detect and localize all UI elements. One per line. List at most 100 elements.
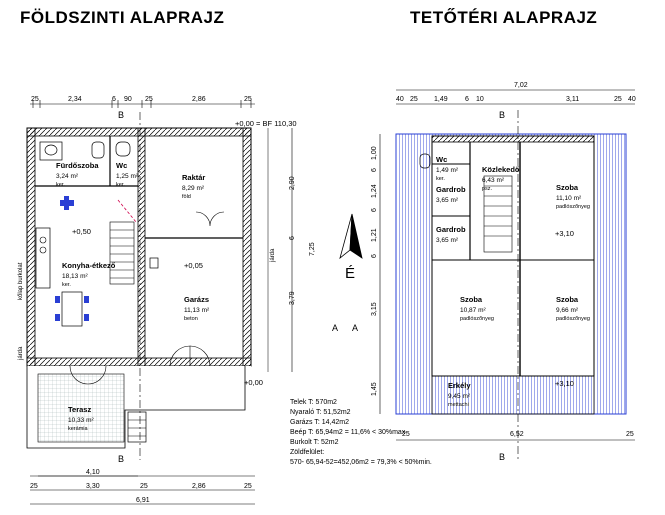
attic-section-mark-a: A [352, 323, 358, 333]
room-area: 3,65 m² [436, 197, 459, 204]
room-name: Raktár [182, 173, 205, 182]
dim-text: 25 [626, 431, 634, 438]
side-label: kőlap burkolat [18, 262, 24, 300]
dim-text: 1,49 [434, 96, 448, 103]
room-name: Gardrob [436, 225, 466, 234]
ground-bottom-dimensions: 4,10 25 3,30 25 2,86 25 6,91 [30, 469, 252, 504]
room-area: 1,49 m² [436, 167, 459, 174]
room-name: Szoba [556, 295, 579, 304]
room-floor: padlószőnyeg [556, 316, 590, 322]
level-mark: +0,50 [72, 227, 91, 236]
room-area: 1,25 m² [116, 173, 139, 180]
dim-text: 25 [244, 483, 252, 490]
level-mark: +0,00 = BF 110,30 [235, 119, 297, 128]
room-area: 10,33 m² [68, 417, 94, 424]
level-mark: +0,00 [244, 378, 263, 387]
room-floor: kerámia [68, 426, 89, 432]
north-arrow [339, 213, 363, 260]
dim-text: 3,30 [86, 483, 100, 490]
section-mark-b-bottom: B [118, 454, 124, 464]
level-mark: +0,05 [184, 261, 203, 270]
room-wc-attic: Wc 1,49 m² ker. [436, 155, 459, 182]
room-area: 10,87 m² [460, 307, 486, 314]
stat-line: Beép T: 65,94m2 = 11,6% < 30%max [290, 429, 406, 436]
dim-text: 2,86 [192, 483, 206, 490]
room-name: Garázs [184, 295, 209, 304]
dim-text: 6 [289, 236, 296, 240]
dim-text: 25 [244, 96, 252, 103]
dim-text: 6 [371, 168, 378, 172]
room-area: 6,43 m² [482, 177, 505, 184]
dim-text: 25 [140, 483, 148, 490]
room-name: Gardrob [436, 185, 466, 194]
ground-floor-plan [26, 100, 293, 505]
room-name: Szoba [556, 183, 579, 192]
room-floor: ker. [116, 182, 125, 188]
room-area: 9,45 m² [448, 393, 471, 400]
room-name: Wc [436, 155, 447, 164]
dim-text: 2,34 [68, 96, 82, 103]
room-floor: ker. [56, 182, 65, 188]
room-name: Terasz [68, 405, 91, 414]
dim-text: 1,24 [371, 184, 378, 198]
dim-text: 10 [476, 96, 484, 103]
room-konyha-etkezo: Konyha-étkező 18,13 m² ker. [62, 261, 116, 288]
ground-side-dimensions: 2,90 6 7,25 3,79 [289, 176, 316, 305]
dim-text: 25 [402, 431, 410, 438]
room-name: Wc [116, 161, 127, 170]
north-label: É [345, 265, 355, 282]
stat-line: 570- 65,94-52=452,06m2 = 79,3% < 50%min. [290, 459, 432, 466]
dim-text: 1,45 [371, 382, 378, 396]
dim-text: 2,86 [192, 96, 206, 103]
room-kozlekedo: Közlekedő 6,43 m² psz. [482, 165, 520, 192]
room-terasz: Terasz 10,33 m² kerámia [68, 405, 94, 432]
dim-text: 40 [396, 96, 404, 103]
dim-text: 40 [628, 96, 636, 103]
level-mark: +3,10 [555, 379, 574, 388]
dim-text: 7,25 [309, 242, 316, 256]
room-area: 18,13 m² [62, 273, 88, 280]
ground-side-labels: járda kőlap burkolat járda [18, 248, 276, 361]
attic-levels: +3,10 +3,10 [555, 229, 574, 388]
room-garazs: Garázs 11,13 m² beton [184, 295, 210, 322]
room-szoba-3: Szoba 9,66 m² padlószőnyeg [556, 295, 590, 322]
stat-line: Nyaraló T: 51,52m2 [290, 409, 351, 416]
site-statistics: Telek T: 570m2 Nyaraló T: 51,52m2 Garázs… [290, 399, 432, 466]
stat-line: Zöldfelület: [290, 449, 324, 456]
room-furdoszoba: Fürdőszoba 3,24 m² ker. [56, 161, 99, 188]
room-gardrob-1: Gardrob 3,65 m² [436, 185, 466, 204]
ground-floor-title: FÖLDSZINTI ALAPRAJZ [20, 8, 225, 27]
dim-text: 6,91 [136, 497, 150, 504]
dim-text: 6 [371, 254, 378, 258]
dim-text: 25 [31, 96, 39, 103]
stat-line: Telek T: 570m2 [290, 399, 337, 406]
room-name: Erkély [448, 381, 471, 390]
dim-text: 90 [124, 96, 132, 103]
room-area: 3,65 m² [436, 237, 459, 244]
dim-text: 6,52 [510, 431, 524, 438]
room-erkely: Erkély 9,45 m² mettachi [448, 381, 471, 408]
dim-text: 2,90 [289, 176, 296, 190]
dim-text: 6 [112, 96, 116, 103]
dim-text: 6 [371, 208, 378, 212]
room-name: Szoba [460, 295, 483, 304]
dim-text: 25 [30, 483, 38, 490]
section-mark-b-top: B [118, 110, 124, 120]
attic-floor-title: TETŐTÉRI ALAPRAJZ [410, 8, 598, 27]
attic-floor-plan [379, 89, 635, 460]
room-floor: beton [184, 316, 198, 322]
dim-text: 7,02 [514, 82, 528, 89]
room-area: 11,13 m² [184, 307, 210, 314]
stat-line: Burkolt T: 52m2 [290, 439, 339, 446]
room-name: Közlekedő [482, 165, 520, 174]
side-label: járda [270, 248, 276, 263]
attic-rooms: Wc 1,49 m² ker. Közlekedő 6,43 m² psz. S… [436, 155, 590, 408]
room-floor: ker. [436, 176, 445, 182]
stat-line: Garázs T: 14,42m2 [290, 419, 349, 426]
ground-top-dimensions: 25 2,34 6 90 25 2,86 25 [31, 96, 252, 103]
attic-section-mark-b-top: B [499, 110, 505, 120]
ground-levels: +0,50 +0,05 +0,00 = BF 110,30 +0,00 [72, 119, 297, 387]
attic-bottom-dimensions: 6,52 25 25 [402, 431, 634, 438]
room-szoba-1: Szoba 11,10 m² padlószőnyeg [556, 183, 590, 210]
